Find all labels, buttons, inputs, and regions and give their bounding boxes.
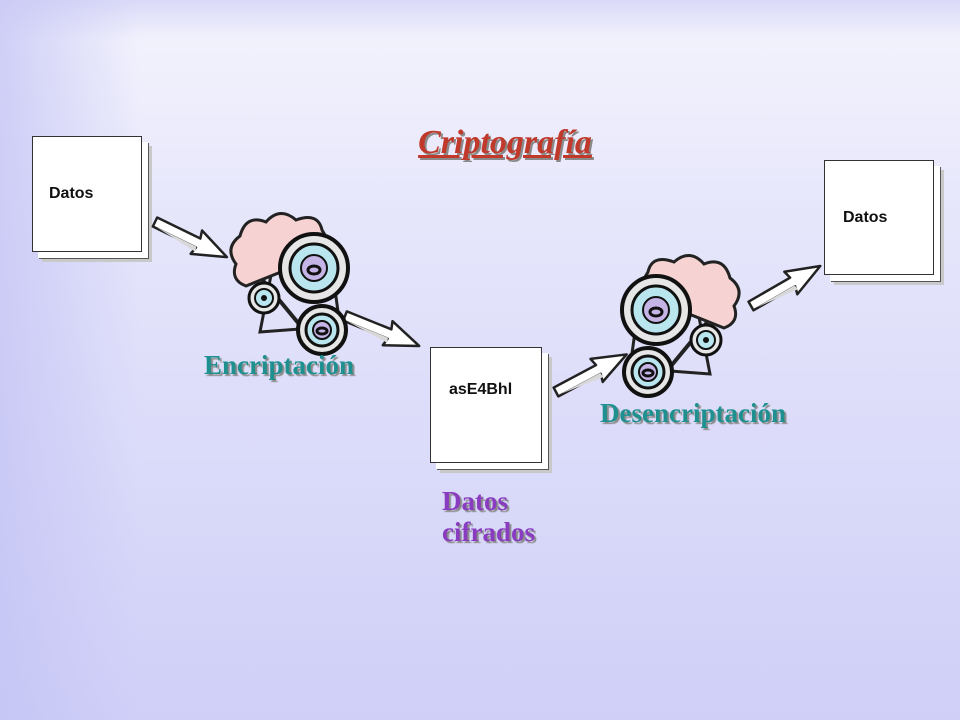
cipher-label: Datos cifrados [442,486,535,548]
document-encrypted: asE4Bhl [430,347,542,463]
document-decrypted-text: Datos [843,209,888,226]
arrow-icon [148,209,234,271]
encrypt-label: Encriptación [204,350,355,380]
gears-icon [620,253,742,398]
cipher-label-line1: Datos [442,486,508,516]
gears-icon [228,211,350,356]
slide-title: Criptografía [418,124,592,161]
arrow-icon [548,341,634,405]
arrow-icon [743,253,829,319]
document-original: Datos [32,136,142,252]
document-original-text: Datos [49,185,94,202]
document-decrypted: Datos [824,160,934,275]
cipher-label-line2: cifrados [442,517,535,547]
background-glow-top [0,0,960,40]
decrypt-label: Desencriptación [600,398,786,428]
background-glow-left [0,0,140,720]
document-encrypted-text: asE4Bhl [449,381,513,398]
